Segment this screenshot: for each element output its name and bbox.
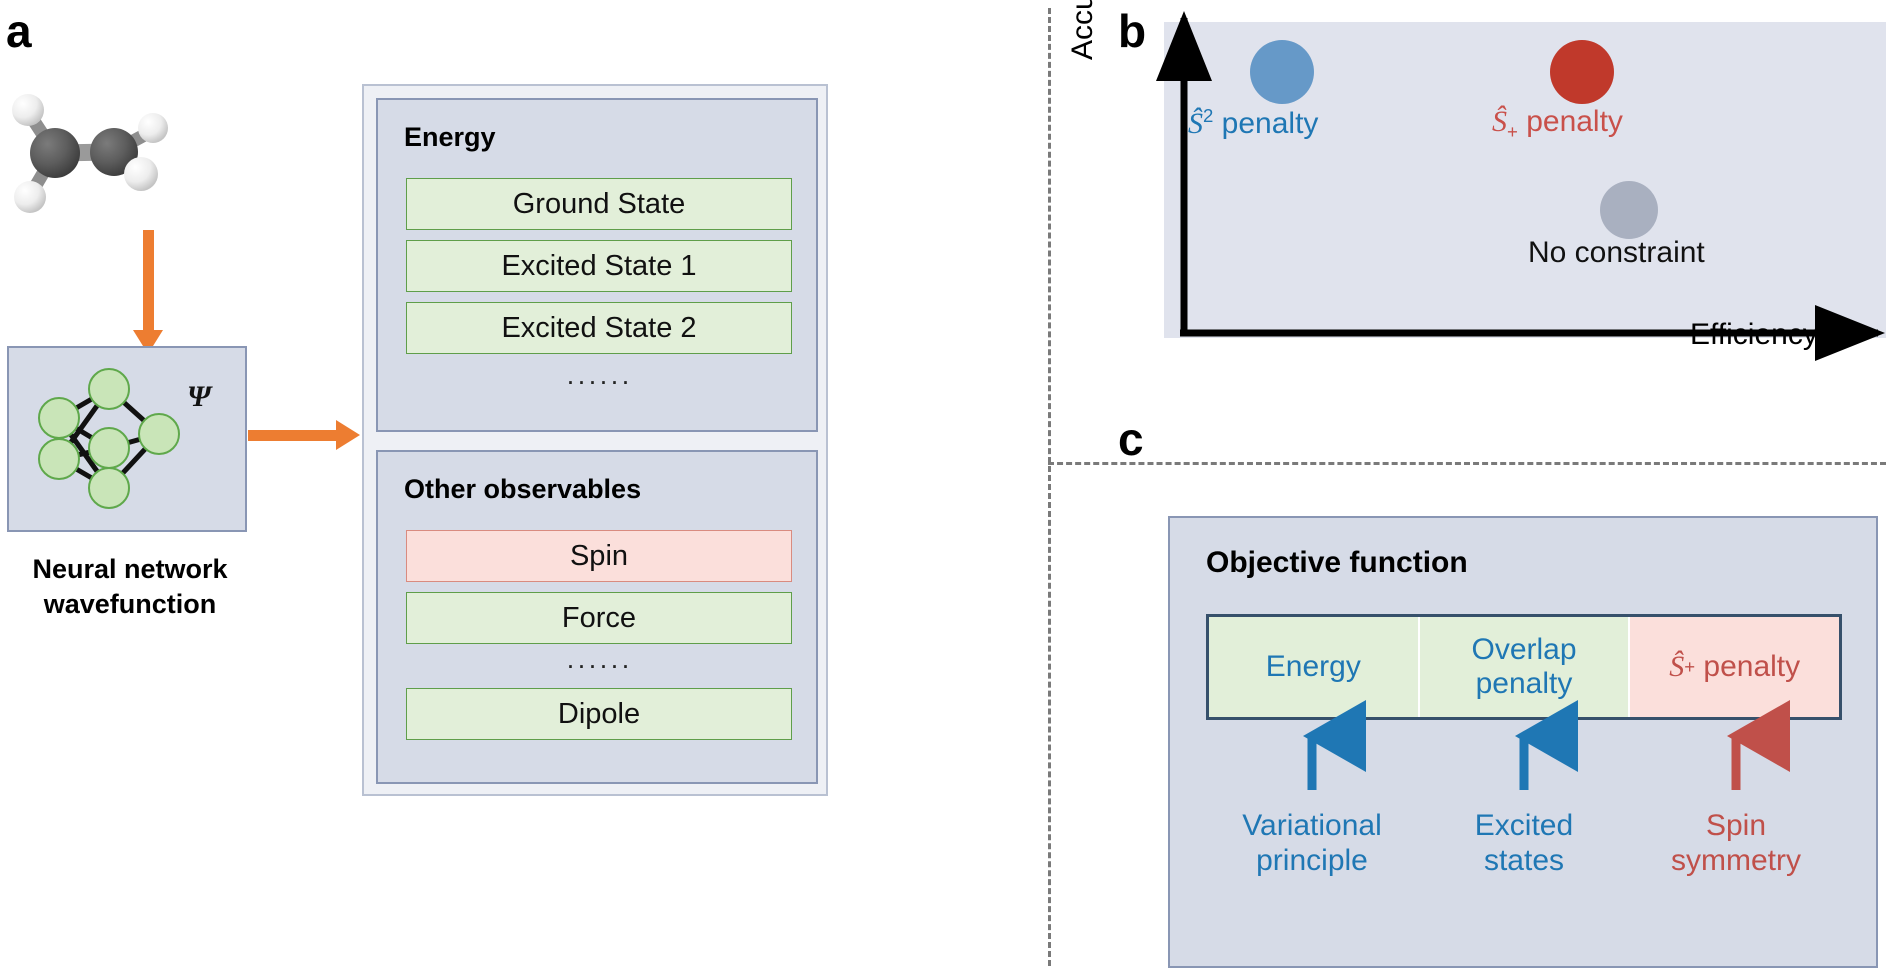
bubble-splus-penalty[interactable] (1550, 40, 1614, 104)
observable-item-dipole[interactable]: Dipole (406, 688, 792, 740)
energy-group-title: Energy (404, 122, 496, 152)
horizontal-dashed-separator (1048, 462, 1886, 465)
arrow-molecule-to-network (133, 230, 163, 354)
energy-group-ellipsis: ······ (566, 366, 632, 396)
source-spin-symmetry-line1: Spin (1705, 809, 1767, 842)
neural-network-box: Ψ (7, 346, 247, 532)
ethylene-molecule-icon (12, 94, 168, 213)
nn-caption-line1: Neural network (32, 554, 228, 584)
other-observables-group-title: Other observables (404, 474, 642, 504)
panel-letter-b: b (1118, 5, 1147, 57)
y-axis-label-accuracy: Accuracy (1066, 0, 1100, 60)
energy-item-ground-state[interactable]: Ground State (406, 178, 792, 230)
x-axis-label-efficiency: Efficiency (1690, 318, 1818, 351)
source-excited-states-line2: states (1483, 844, 1565, 878)
psi-symbol-label: Ψ (187, 380, 211, 413)
panel-letter-a: a (6, 5, 32, 57)
panel-b-axes (1156, 11, 1885, 361)
objective-term-splus-penalty[interactable]: Ŝ+ penalty (1630, 617, 1840, 717)
source-excited-states: Excited states (1404, 808, 1644, 879)
panel-letter-c: c (1118, 413, 1144, 465)
observable-item-force[interactable]: Force (406, 592, 792, 644)
other-observables-ellipsis: ······ (566, 650, 632, 680)
source-variational-principle-line2: principle (1256, 844, 1368, 878)
observables-frame: Energy Ground State Excited State 1 Exci… (362, 84, 828, 796)
objective-term-energy[interactable]: Energy (1209, 617, 1420, 717)
energy-group: Energy Ground State Excited State 1 Exci… (376, 98, 818, 432)
neural-network-graph (38, 368, 180, 509)
objective-source-arrows (1303, 700, 1790, 790)
source-variational-principle: Variational principle (1192, 808, 1432, 879)
source-excited-states-line1: Excited (1474, 809, 1574, 842)
arrow-network-to-observables (248, 420, 360, 450)
objective-function-title: Objective function (1206, 546, 1468, 579)
nn-caption-line2: wavefunction (43, 588, 217, 619)
observable-item-spin[interactable]: Spin (406, 530, 792, 582)
source-variational-principle-line1: Variational (1242, 809, 1382, 842)
source-spin-symmetry-line2: symmetry (1671, 844, 1801, 878)
bubble-no-constraint[interactable] (1600, 181, 1658, 239)
neural-network-caption: Neural network wavefunction (0, 552, 260, 621)
label-splus-penalty: Ŝ+ penalty (1492, 105, 1623, 142)
label-s2-penalty: Ŝ2 penalty (1188, 105, 1319, 140)
energy-item-excited-state-2[interactable]: Excited State 2 (406, 302, 792, 354)
source-spin-symmetry: Spin symmetry (1616, 808, 1856, 879)
energy-item-excited-state-1[interactable]: Excited State 1 (406, 240, 792, 292)
label-no-constraint: No constraint (1528, 236, 1705, 269)
other-observables-group: Other observables Spin Force ······ Dipo… (376, 450, 818, 784)
vertical-dashed-separator (1048, 8, 1051, 966)
bubble-s2-penalty[interactable] (1250, 40, 1314, 104)
